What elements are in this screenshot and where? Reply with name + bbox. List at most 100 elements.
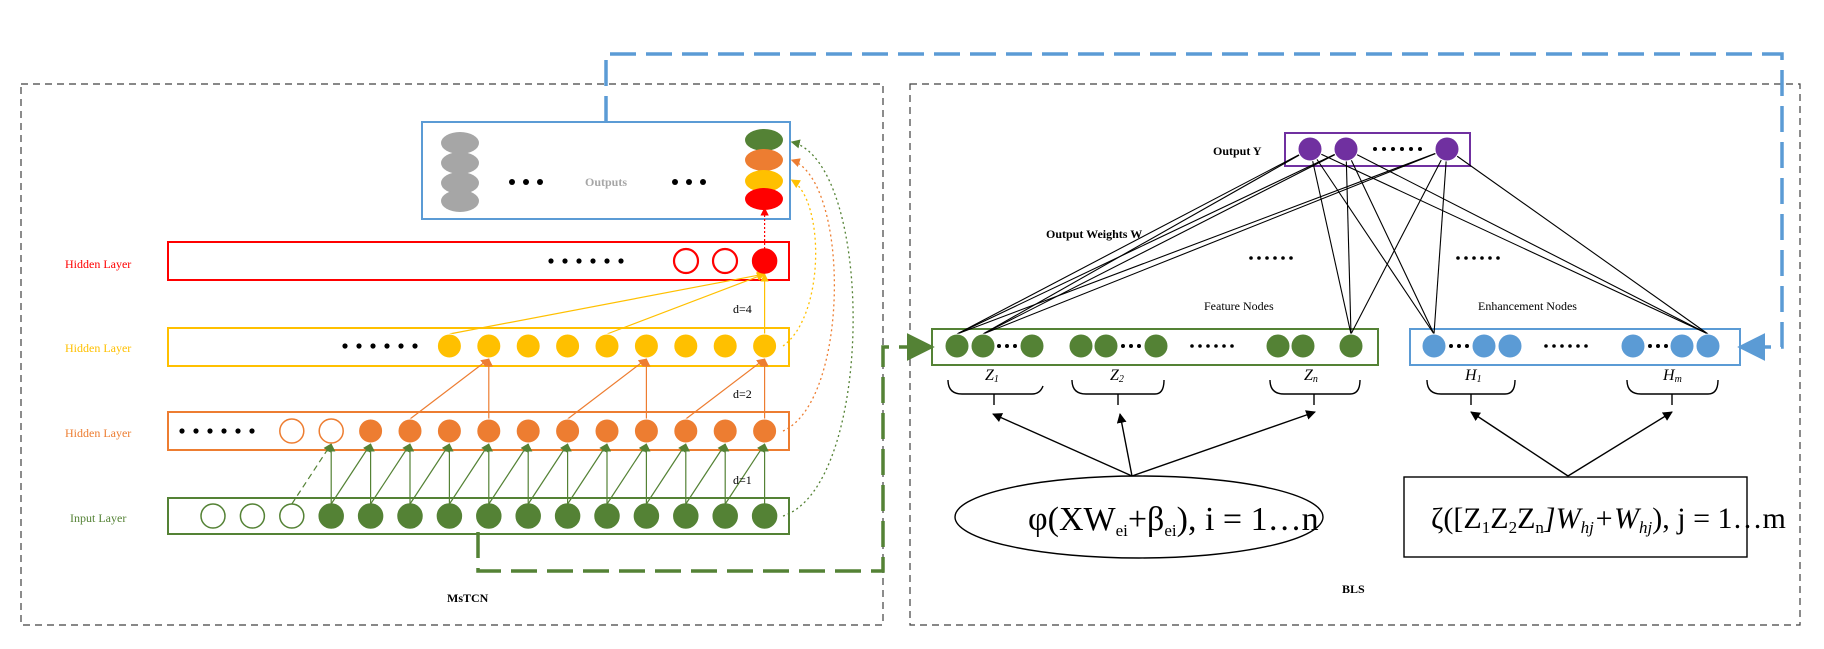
edge-d2 bbox=[685, 358, 766, 420]
input-layer-box bbox=[167, 497, 790, 535]
yellow-node bbox=[515, 333, 541, 359]
ellipsis-dot bbox=[1198, 344, 1202, 348]
enhancement-node bbox=[1695, 333, 1721, 359]
enhancement-mapping-box bbox=[1403, 476, 1748, 558]
bls-title: BLS bbox=[1342, 582, 1365, 596]
skip-connection bbox=[782, 139, 854, 517]
ellipsis-dot bbox=[1400, 147, 1404, 151]
ellipsis-dot bbox=[562, 258, 568, 264]
ellipsis-dot bbox=[1584, 344, 1588, 348]
red-node bbox=[751, 248, 778, 274]
input-node bbox=[554, 503, 581, 529]
enhancement-nodes-box bbox=[1409, 328, 1741, 366]
edge-d1 bbox=[291, 443, 332, 505]
ellipsis-dot bbox=[1560, 344, 1564, 348]
edge-d4 bbox=[606, 272, 766, 335]
ellipsis-dot bbox=[1457, 344, 1461, 348]
orange-node bbox=[555, 418, 581, 444]
ellipsis-dot bbox=[509, 179, 515, 185]
ellipsis-dot bbox=[1257, 256, 1261, 260]
feature-node bbox=[1093, 333, 1119, 359]
input-node bbox=[673, 503, 699, 529]
orange-node bbox=[633, 418, 659, 444]
feature-nodes-label: Feature Nodes bbox=[1204, 299, 1274, 313]
ellipsis-dot bbox=[1656, 344, 1660, 348]
orange-node bbox=[476, 418, 502, 444]
ellipsis-dot bbox=[1464, 256, 1468, 260]
output-weight-edge bbox=[1309, 148, 1435, 335]
ellipsis-dot bbox=[1480, 256, 1484, 260]
input-node-empty bbox=[239, 503, 266, 529]
input-node-empty bbox=[200, 503, 226, 529]
feature-node bbox=[1290, 333, 1316, 359]
feedback-loop-green bbox=[476, 333, 935, 573]
output-weight-edge bbox=[1446, 148, 1709, 335]
ellipsis-dot bbox=[342, 343, 348, 349]
ellipsis-dot bbox=[548, 258, 554, 264]
enhancement-node bbox=[1669, 333, 1695, 359]
output-stack-gray bbox=[441, 172, 479, 194]
output-y-box bbox=[1284, 132, 1471, 167]
ellipsis-dot bbox=[1496, 256, 1500, 260]
enhancement-node bbox=[1421, 333, 1447, 359]
ellipsis-dot bbox=[1382, 147, 1386, 151]
ellipsis-dot bbox=[356, 343, 362, 349]
edge-d1 bbox=[567, 443, 608, 505]
red-node-empty bbox=[711, 247, 739, 275]
dilation-label-4: d=4 bbox=[733, 302, 752, 316]
feature-mapping-ellipse bbox=[954, 475, 1324, 559]
ellipsis-dot bbox=[370, 343, 376, 349]
edge-d4 bbox=[449, 271, 766, 335]
output-weight-edge bbox=[1350, 148, 1448, 335]
ellipsis-dot bbox=[1373, 147, 1377, 151]
edge-d1 bbox=[488, 443, 529, 505]
feedback-loop-blue bbox=[604, 52, 1784, 361]
ellipsis-dot bbox=[1005, 344, 1009, 348]
mstcn-title: MsTCN bbox=[447, 591, 489, 605]
orange-node bbox=[712, 418, 738, 444]
ellipsis-dot bbox=[1664, 344, 1668, 348]
feature-node bbox=[1338, 333, 1364, 359]
ellipsis-dot bbox=[1121, 344, 1125, 348]
input-node bbox=[476, 503, 502, 529]
hidden-layer-red-box bbox=[167, 241, 790, 281]
mstcn-nodes bbox=[179, 129, 783, 529]
feature-node bbox=[1068, 333, 1094, 359]
group-label-hm: Hm bbox=[1662, 367, 1682, 385]
edge-d1 bbox=[370, 443, 411, 505]
output-y-node bbox=[1297, 136, 1323, 162]
ellipsis-dot bbox=[1273, 256, 1277, 260]
output-weight-edge bbox=[956, 148, 1448, 335]
group-label-z2: Z2 bbox=[1110, 367, 1124, 385]
enhancement-mapping-formula: ζ([Z1Z2Zn]Whj+Whj), j = 1…m bbox=[1431, 502, 1786, 537]
ellipsis-dot bbox=[618, 258, 624, 264]
ellipsis-dot bbox=[1456, 256, 1460, 260]
edge-d1 bbox=[527, 443, 569, 505]
ellipsis-dot bbox=[1391, 147, 1395, 151]
layer-label-red: Hidden Layer bbox=[65, 257, 131, 271]
output-stack-color bbox=[745, 188, 783, 210]
layer-label-yellow: Hidden Layer bbox=[65, 341, 131, 355]
ellipsis-dot bbox=[1465, 344, 1469, 348]
ellipsis-dot bbox=[207, 428, 213, 434]
ellipsis-dot bbox=[398, 343, 404, 349]
orange-node bbox=[752, 418, 778, 444]
outputs-label: Outputs bbox=[585, 175, 627, 189]
output-stack-color bbox=[745, 170, 783, 192]
feature-node bbox=[1019, 333, 1045, 359]
output-weight-edge bbox=[956, 148, 1347, 335]
ellipsis-dot bbox=[1409, 147, 1413, 151]
ellipsis-dot bbox=[1206, 344, 1210, 348]
ellipsis-dot bbox=[686, 179, 692, 185]
skip-connection bbox=[782, 158, 836, 432]
ellipsis-dot bbox=[235, 428, 241, 434]
feature-node bbox=[944, 333, 970, 359]
input-node bbox=[357, 503, 384, 529]
mstcn-edges bbox=[291, 139, 854, 517]
ellipsis-dot bbox=[523, 179, 529, 185]
ellipsis-dot bbox=[1190, 344, 1194, 348]
input-node bbox=[633, 503, 660, 529]
ellipsis-dot bbox=[1230, 344, 1234, 348]
ellipsis-dot bbox=[1249, 256, 1253, 260]
ellipsis-dot bbox=[1222, 344, 1226, 348]
